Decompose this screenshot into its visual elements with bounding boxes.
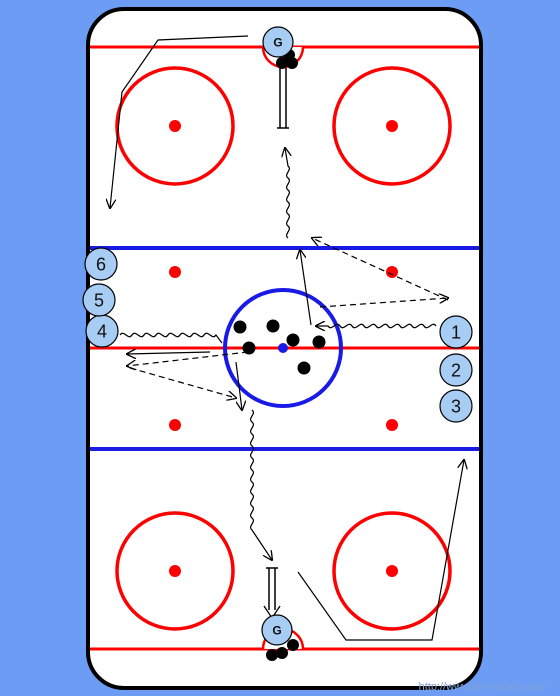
goalie-bottom: G (261, 614, 299, 661)
center-circle (223, 288, 343, 408)
puck-pile (233, 319, 326, 375)
player-marker (439, 315, 473, 349)
faceoff-circle-bottom-right (332, 511, 452, 631)
faceoff-circle-top-right (332, 66, 452, 186)
player-marker (84, 247, 118, 281)
goalie-marker (262, 26, 294, 58)
player-label: 3 (451, 397, 461, 417)
skate-path (127, 352, 211, 354)
pass-dashed (319, 298, 448, 308)
player-2: 2 (439, 353, 473, 387)
faceoff-dot (386, 120, 398, 132)
puck (297, 361, 311, 375)
player-6: 6 (84, 247, 118, 281)
skate-path (300, 250, 312, 326)
puck (312, 335, 326, 349)
skate-path (235, 361, 242, 410)
puck (286, 333, 300, 347)
skate-with-puck (249, 409, 272, 560)
faceoff-dot (386, 565, 398, 577)
goalie-puck (287, 639, 299, 651)
faceoff-circle-bottom-left (115, 511, 235, 631)
goalie-puck (276, 57, 288, 69)
player-5: 5 (82, 283, 116, 317)
goalie-label: G (272, 624, 281, 638)
faceoff-circle-top-left (115, 66, 235, 186)
skate-with-puck (119, 332, 223, 344)
player-label: 5 (94, 291, 104, 311)
player-marker (439, 389, 473, 423)
player-3: 3 (439, 389, 473, 423)
goalie-puck (286, 57, 298, 69)
neutral-zone-dot (169, 266, 181, 278)
player-label: 1 (451, 323, 461, 343)
puck (242, 341, 256, 355)
neutral-zone-dot (169, 419, 181, 431)
watermark: http://www.ies-hockey.com (419, 681, 548, 693)
pass-dashed (312, 238, 449, 301)
player-label: 4 (97, 322, 107, 342)
puck (266, 319, 280, 333)
skate-path (297, 460, 464, 641)
player-marker (82, 283, 116, 317)
skate-with-puck (285, 148, 289, 239)
pass-dashed (127, 351, 249, 366)
player-label: 2 (451, 361, 461, 381)
goalie-puck (266, 649, 278, 661)
neutral-zone-dot (386, 266, 398, 278)
player-1: 1 (439, 315, 473, 349)
goalie-marker (261, 614, 293, 646)
faceoff-dot (169, 120, 181, 132)
pass-dashed (129, 367, 236, 398)
center-dot (278, 343, 288, 353)
player-marker (439, 353, 473, 387)
skate-path (110, 35, 249, 208)
faceoff-dot (169, 565, 181, 577)
puck (233, 320, 247, 334)
player-label: 6 (96, 255, 106, 275)
goalie-top: G (262, 26, 298, 69)
neutral-zone-dot (386, 419, 398, 431)
skate-with-puck (316, 324, 437, 327)
goalie-puck (276, 647, 288, 659)
player-4: 4 (85, 314, 119, 348)
goalie-label: G (273, 36, 282, 50)
